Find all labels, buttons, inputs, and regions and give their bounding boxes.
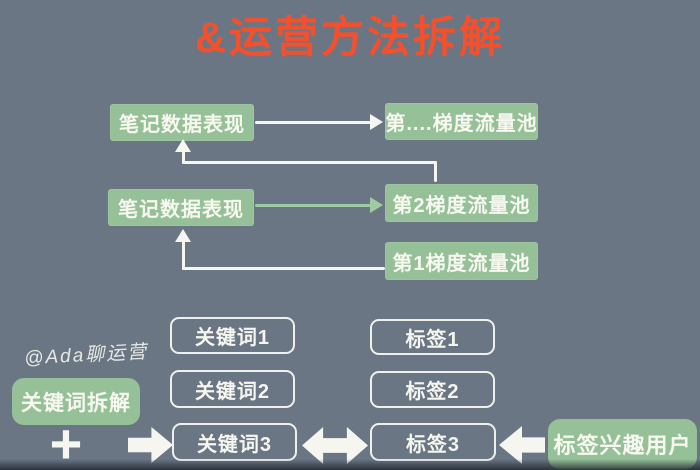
- tag-box-2: 标签2: [370, 371, 495, 408]
- keyword-box-1: 关键词1: [170, 317, 295, 354]
- arrow-line-row1: [255, 121, 372, 124]
- arrow-right-icon: [370, 114, 383, 130]
- arrow-up-icon: [175, 229, 191, 242]
- plus-icon: +: [49, 411, 83, 470]
- elbow1-horizontal: [182, 161, 437, 164]
- tag-box-3: 标签3: [370, 423, 496, 461]
- arrow-right-green-icon: [370, 197, 383, 213]
- block-arrow-right-icon: [128, 427, 173, 463]
- arrow-line-row2-green: [255, 204, 372, 207]
- block-arrow-left-icon: [499, 426, 545, 464]
- elbow1-vertical-right: [434, 161, 437, 182]
- elbow2-vertical: [182, 240, 185, 270]
- node-pool-1: 第1梯度流量池: [385, 242, 538, 280]
- node-note-data-2: 笔记数据表现: [108, 189, 254, 226]
- tag-interest-user-label: 标签兴趣用户: [548, 419, 697, 469]
- keyword-breakdown-label: 关键词拆解: [12, 378, 140, 425]
- elbow2-horizontal: [182, 267, 385, 270]
- tag-box-1: 标签1: [370, 319, 495, 355]
- keyword-box-2: 关键词2: [170, 370, 295, 408]
- elbow1-vertical-left: [182, 150, 185, 164]
- arrow-up-icon: [175, 139, 191, 152]
- watermark: @Ada聊运营: [23, 341, 149, 370]
- keyword-box-3: 关键词3: [172, 423, 297, 461]
- node-pool-2: 第2梯度流量池: [385, 184, 538, 222]
- page-title: &运营方法拆解: [194, 14, 506, 62]
- block-arrow-double-icon: [302, 427, 368, 464]
- node-note-data-1: 笔记数据表现: [110, 104, 254, 141]
- node-pool-n: 第....梯度流量池: [385, 103, 538, 140]
